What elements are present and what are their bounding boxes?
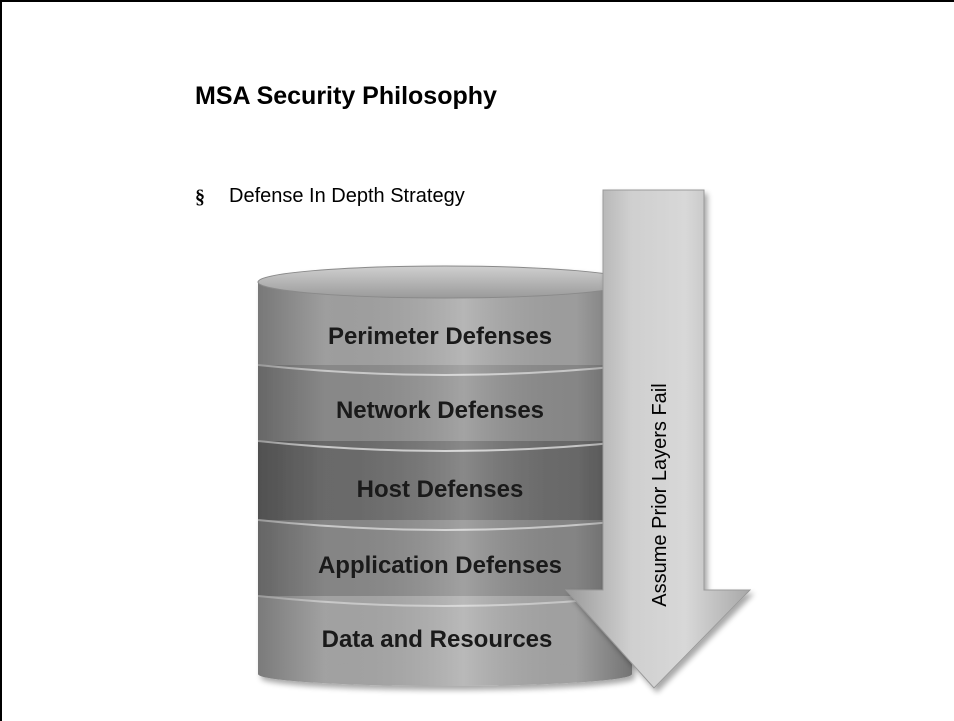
layer-label-data: Data and Resources — [322, 626, 553, 653]
layer-cylinder — [257, 265, 633, 686]
layer-label-application: Application Defenses — [318, 552, 562, 579]
slide-title: MSA Security Philosophy — [195, 82, 497, 110]
bullet-marker: § — [195, 186, 205, 208]
arrow-label: Assume Prior Layers Fail — [649, 383, 671, 606]
cylinder-shading — [258, 282, 632, 686]
bullet-text: Defense In Depth Strategy — [229, 185, 465, 207]
slide-border-top — [0, 0, 954, 2]
layer-label-host: Host Defenses — [357, 476, 524, 503]
layer-label-perimeter: Perimeter Defenses — [328, 323, 552, 350]
slide-border-left — [0, 0, 2, 721]
cylinder-top — [257, 265, 633, 299]
down-arrow — [564, 189, 752, 689]
layer-label-network: Network Defenses — [336, 397, 544, 424]
